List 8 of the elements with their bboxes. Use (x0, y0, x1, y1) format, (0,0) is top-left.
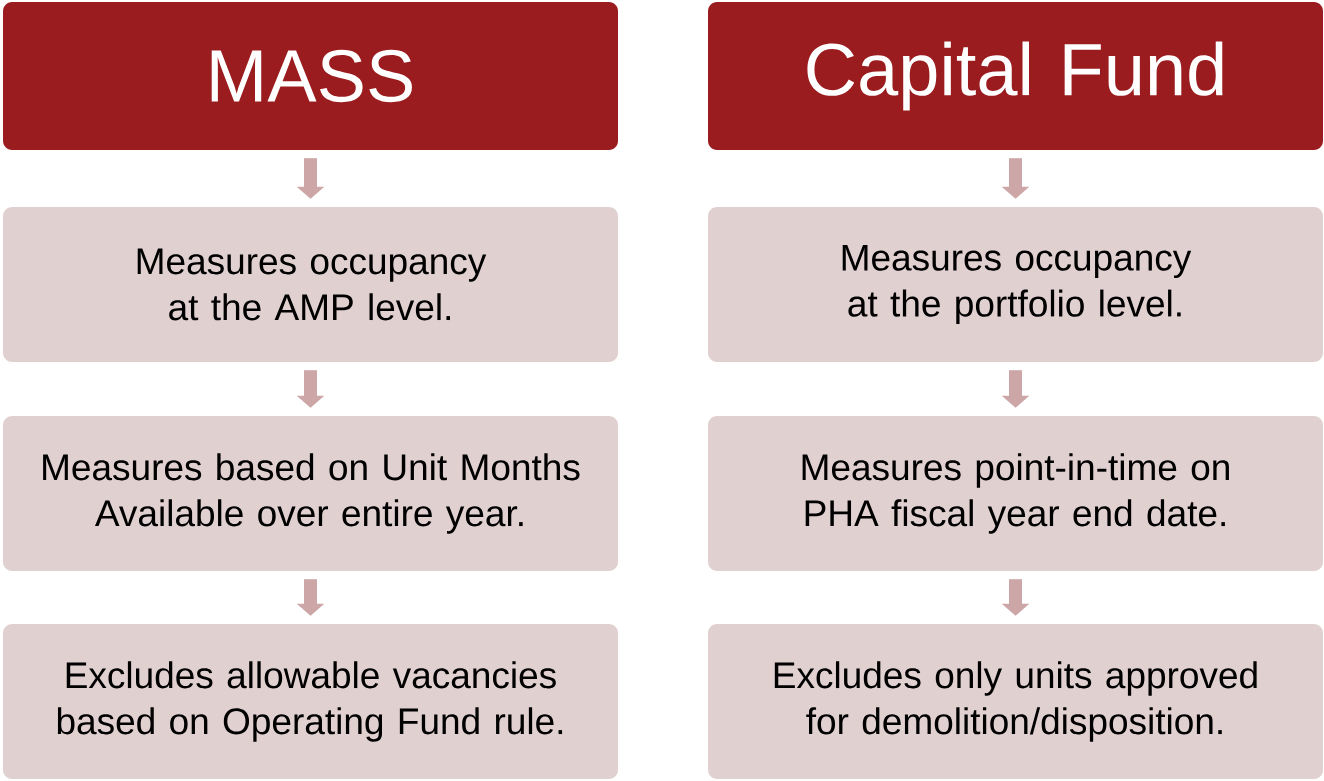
step-box: Measures occupancy at the portfolio level. (708, 207, 1323, 362)
step-box: Excludes only units approved for demolition/disposition. (708, 624, 1323, 779)
header-box: MASS (3, 2, 618, 150)
header-box: Capital Fund (708, 2, 1323, 150)
step-box: Excludes allowable vacancies based on Operating Fund rule. (3, 624, 618, 779)
step-box: Measures point-in-time on PHA fiscal year end date. (708, 416, 1323, 571)
step-box: Measures occupancy at the AMP level. (3, 207, 618, 362)
step-box: Measures based on Unit Months Available over entire year. (3, 416, 618, 571)
